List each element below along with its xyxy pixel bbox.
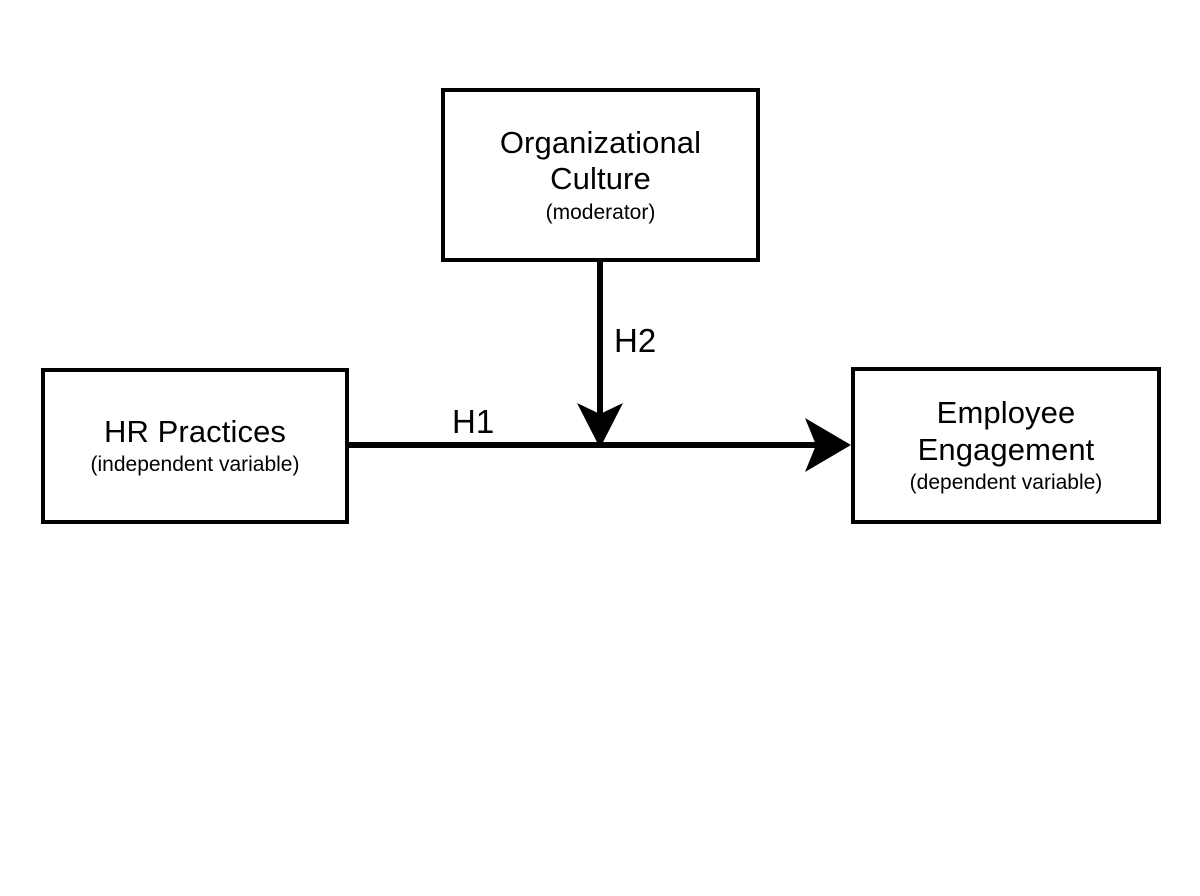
node-employee-engagement-title: Employee Engagement xyxy=(917,395,1095,467)
edge-label-h2: H2 xyxy=(614,322,657,359)
node-organizational-culture-title: Organizational Culture xyxy=(499,124,702,197)
edge-h2-arrowhead xyxy=(577,403,623,448)
edge-label-h1: H1 xyxy=(452,403,495,440)
node-hr-practices-subtitle: (independent variable) xyxy=(90,453,300,477)
node-hr-practices[interactable]: HR Practices (independent variable) xyxy=(41,368,349,524)
node-organizational-culture-subtitle: (moderator) xyxy=(545,200,656,224)
node-employee-engagement-subtitle: (dependent variable) xyxy=(909,471,1103,495)
edge-h1 xyxy=(348,418,851,472)
node-organizational-culture[interactable]: Organizational Culture (moderator) xyxy=(441,88,760,262)
node-hr-practices-title: HR Practices xyxy=(103,413,287,449)
node-employee-engagement[interactable]: Employee Engagement (dependent variable) xyxy=(851,367,1161,524)
edge-h1-arrowhead xyxy=(805,418,851,472)
